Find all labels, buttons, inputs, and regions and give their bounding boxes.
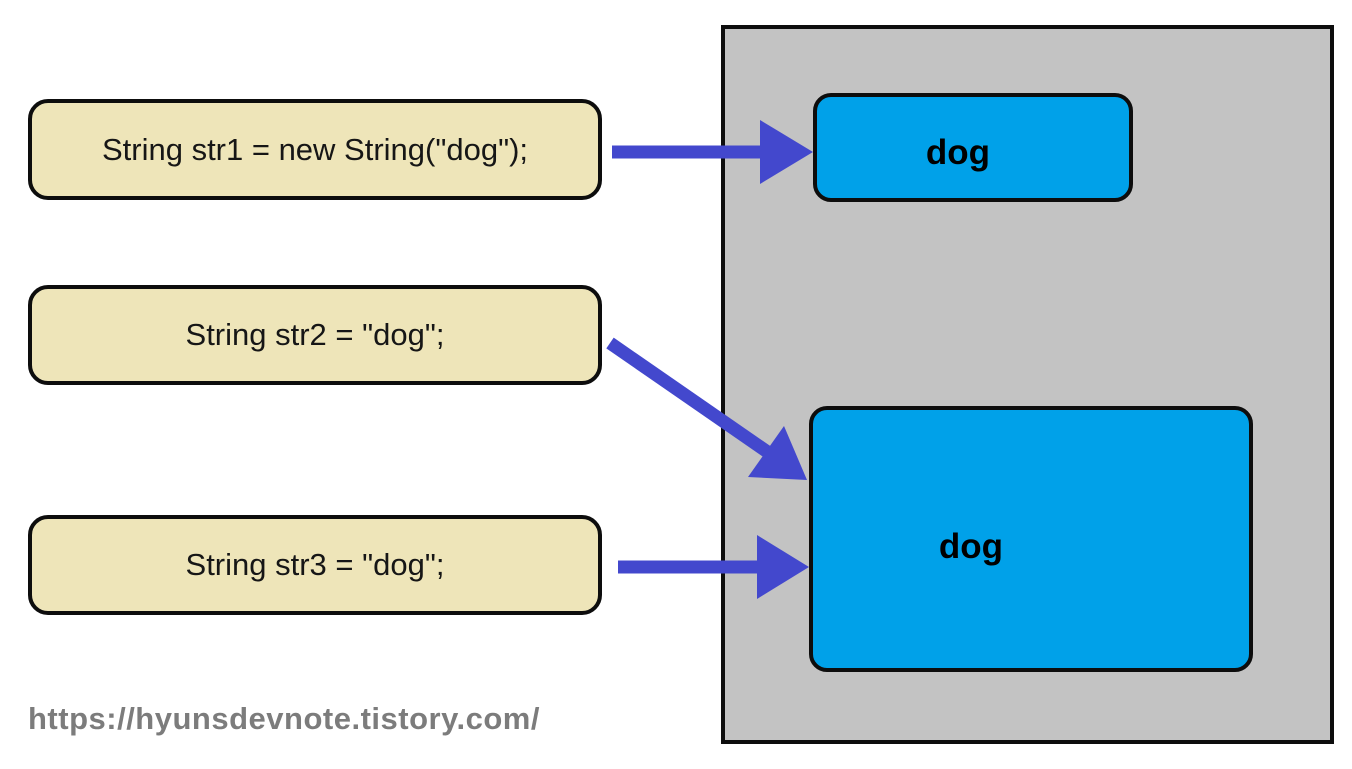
heap-object-large-label: dog [938, 527, 1004, 566]
heap-object-small-label: dog [925, 132, 991, 172]
code-text-str2: String str2 = "dog"; [185, 317, 445, 352]
code-box-str2: String str2 = "dog"; [28, 285, 602, 385]
code-box-str3: String str3 = "dog"; [28, 515, 602, 615]
watermark-url: https://hyunsdevnote.tistory.com/ [28, 701, 540, 736]
heap-object-small: dog [813, 93, 1133, 202]
code-text-str3: String str3 = "dog"; [185, 547, 445, 582]
code-text-str1: String str1 = new String("dog"); [101, 131, 529, 167]
code-box-str1: String str1 = new String("dog"); [28, 99, 602, 200]
heap-object-large: dog [809, 406, 1253, 672]
